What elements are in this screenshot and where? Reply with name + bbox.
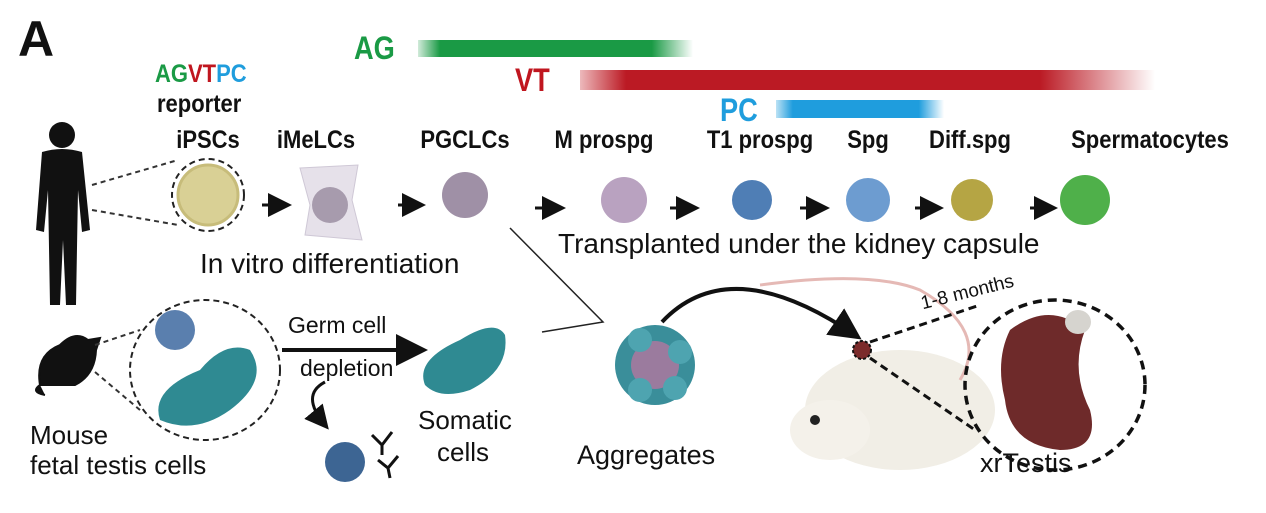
zoom-lines <box>94 329 141 411</box>
ag-expression-bar <box>418 40 693 57</box>
somatic-cell-icon <box>158 347 257 426</box>
stage-label-pgclcs: PGCLCs <box>420 126 510 154</box>
germ-cell-icon <box>155 310 195 350</box>
reporter-vt: VT <box>188 60 217 88</box>
mouse-silhouette-icon <box>35 335 102 396</box>
graft-icon <box>1065 310 1091 334</box>
somatic-cell-icon <box>423 327 506 394</box>
depleted-arrow <box>304 380 329 430</box>
human-icon <box>36 122 90 305</box>
m-prospg-cell-icon <box>601 177 647 223</box>
caption-depletion-1: Germ cell <box>288 312 387 338</box>
stage-label-spg: Spg <box>847 126 889 154</box>
reporter-pc: PC <box>216 60 247 88</box>
caption-somatic-1: Somatic <box>418 405 512 435</box>
aggregate-icon <box>615 325 695 405</box>
marker-label-vt: VT <box>515 62 550 98</box>
caption-depletion-2: depletion <box>300 355 394 381</box>
pc-expression-bar <box>776 100 944 118</box>
imelc-nucleus <box>312 187 348 223</box>
diff-spg-cell-icon <box>951 179 993 221</box>
reporter-subtitle: reporter <box>157 90 242 118</box>
zoom-lines <box>91 159 179 226</box>
mouse-recipient-image <box>759 277 995 470</box>
caption-mouse-2: fetal testis cells <box>30 450 207 480</box>
ipsc-cell-icon <box>176 163 240 227</box>
caption-aggregates: Aggregates <box>577 440 716 470</box>
kidney-site <box>852 340 872 360</box>
fetal-cells-dashed-circle <box>129 299 281 441</box>
vt-expression-bar <box>580 70 1155 90</box>
reporter-title: AGVTPC <box>155 60 247 89</box>
stage-label-ipscs: iPSCs <box>176 126 240 154</box>
transplant-arrow <box>660 287 862 340</box>
caption-transplanted: Transplanted under the kidney capsule <box>558 228 1040 259</box>
connector-lines <box>509 227 605 333</box>
marker-label-ag: AG <box>354 30 395 66</box>
stage-label-imelcs: iMeLCs <box>276 126 356 154</box>
spg-cell-icon <box>846 178 890 222</box>
xrtestis-dashed-circle <box>963 298 1147 472</box>
t1-prospg-cell-icon <box>732 180 772 220</box>
spermatocyte-cell-icon <box>1060 175 1110 225</box>
stage-label-m-prospg: M prospg <box>554 126 654 154</box>
caption-mouse-1: Mouse <box>30 420 109 450</box>
stage-label-spermatocytes: Spermatocytes <box>1071 126 1229 154</box>
stage-label-diff-spg: Diff.spg <box>929 126 1011 154</box>
ipsc-dashed-circle <box>171 158 245 232</box>
caption-somatic-2: cells <box>437 437 490 467</box>
reporter-ag: AG <box>155 60 188 88</box>
panel-label: A <box>18 11 55 67</box>
marker-label-pc: PC <box>720 92 758 128</box>
pgclc-cell-icon <box>442 172 488 218</box>
zoom-lines <box>869 303 981 432</box>
stage-label-t1-prospg: T1 prospg <box>706 126 814 154</box>
antibody-icon <box>370 431 400 479</box>
stage-arrows <box>262 193 1058 220</box>
caption-xrtestis: xrTestis <box>980 448 1072 478</box>
depleted-germ-cell-icon <box>325 442 365 482</box>
caption-in-vitro: In vitro differentiation <box>200 248 460 279</box>
xrtestis-kidney-icon <box>1001 315 1092 450</box>
